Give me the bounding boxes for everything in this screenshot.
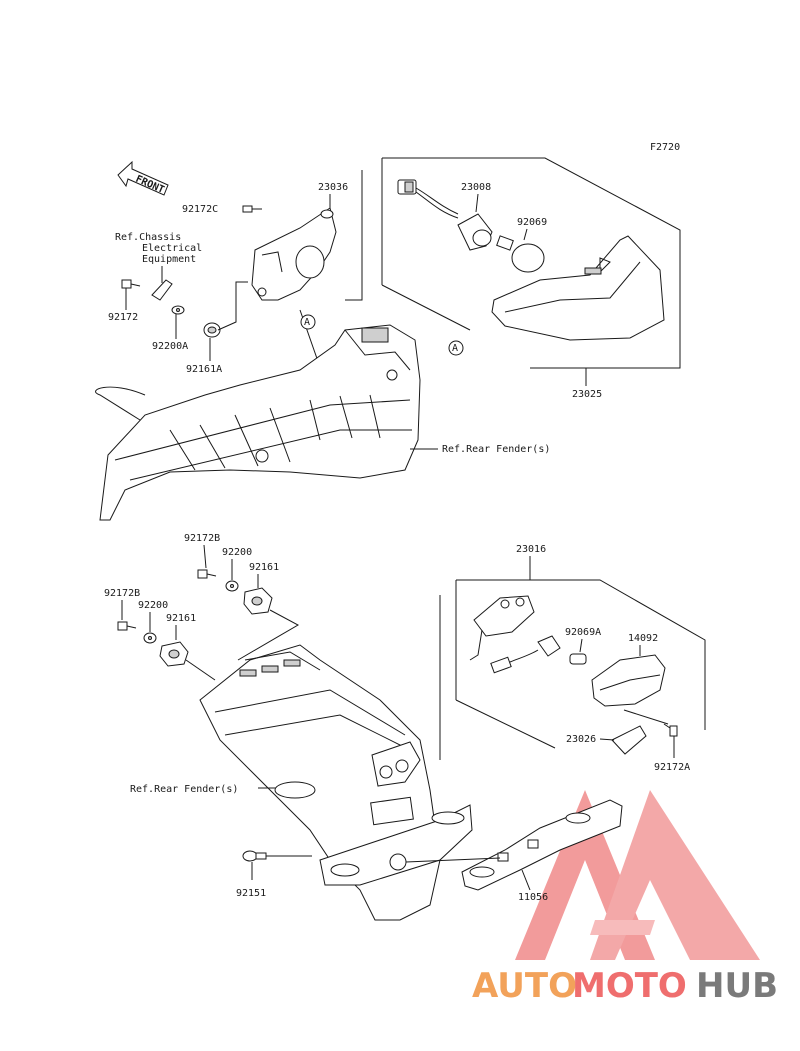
washer-92200A bbox=[171, 305, 185, 315]
ref-rear-fender-top: Ref.Rear Fender(s) bbox=[442, 444, 550, 455]
label-23026: 23026 bbox=[566, 734, 596, 745]
label-23016: 23016 bbox=[516, 544, 546, 555]
washer-92200-a bbox=[225, 580, 239, 592]
watermark-logo bbox=[515, 790, 760, 960]
label-92172A: 92172A bbox=[654, 762, 690, 773]
callout-a-2: A bbox=[452, 343, 458, 354]
label-11056: 11056 bbox=[518, 892, 548, 903]
bracket-23036 bbox=[251, 207, 337, 301]
label-92069: 92069 bbox=[517, 217, 547, 228]
grommet-92161-a bbox=[243, 587, 273, 615]
socket-92069A bbox=[537, 635, 561, 657]
watermark-text: AUTO MOTO HUB bbox=[472, 966, 778, 1006]
callout-a-1: A bbox=[304, 317, 310, 328]
label-92172B-b: 92172B bbox=[104, 588, 140, 599]
label-92151: 92151 bbox=[236, 888, 266, 899]
label-92200-b: 92200 bbox=[138, 600, 168, 611]
ref-chassis-line1: Ref.Chassis bbox=[115, 232, 181, 243]
figure-code: F2720 bbox=[650, 142, 680, 153]
label-92172B-a: 92172B bbox=[184, 533, 220, 544]
label-92200A: 92200A bbox=[152, 341, 188, 352]
ref-chassis-line3: Equipment bbox=[142, 254, 196, 265]
bolt-92172B-b bbox=[117, 621, 137, 631]
bolt-92172B-a bbox=[197, 569, 217, 579]
ref-rear-fender-bottom: Ref.Rear Fender(s) bbox=[130, 784, 238, 795]
label-92200-a: 92200 bbox=[222, 547, 252, 558]
rear-fender-upper bbox=[95, 324, 421, 521]
socket-23008 bbox=[457, 213, 493, 251]
label-92161-a: 92161 bbox=[249, 562, 279, 573]
grommet-92161-b bbox=[159, 641, 189, 667]
lamp-socket-housing bbox=[469, 595, 539, 674]
clip-ref-chassis bbox=[151, 279, 173, 301]
bolt-92172 bbox=[121, 279, 141, 289]
label-23008: 23008 bbox=[461, 182, 491, 193]
label-92161-b: 92161 bbox=[166, 613, 196, 624]
label-92069A: 92069A bbox=[565, 627, 601, 638]
bulb-92069A bbox=[569, 653, 587, 665]
label-92172C: 92172C bbox=[182, 204, 218, 215]
taillight-group bbox=[345, 157, 681, 369]
bolt-92172C bbox=[242, 205, 262, 213]
label-14092: 14092 bbox=[628, 633, 658, 644]
label-23025: 23025 bbox=[572, 389, 602, 400]
gasket-23026 bbox=[611, 725, 647, 755]
rear-fender-lower bbox=[199, 644, 473, 921]
washer-92200-b bbox=[143, 632, 157, 644]
lens-14092 bbox=[591, 654, 666, 707]
label-92161A: 92161A bbox=[186, 364, 222, 375]
bolt-92151 bbox=[242, 850, 312, 862]
plate-bracket-11056 bbox=[461, 799, 623, 891]
license-lamp-group bbox=[439, 579, 706, 760]
bulb-92069 bbox=[496, 235, 545, 273]
watermark-hub: HUB bbox=[696, 966, 778, 1006]
front-arrow: FRONT bbox=[117, 160, 169, 196]
ref-chassis-line2: Electrical bbox=[142, 243, 202, 254]
screw-92172A bbox=[663, 723, 678, 737]
connector-23008 bbox=[397, 179, 459, 219]
watermark-moto: MOTO bbox=[572, 966, 687, 1006]
grommet-92161A bbox=[203, 322, 221, 338]
watermark-auto: AUTO bbox=[472, 966, 577, 1006]
label-23036: 23036 bbox=[318, 182, 348, 193]
lens-23025 bbox=[491, 235, 665, 341]
label-92172: 92172 bbox=[108, 312, 138, 323]
